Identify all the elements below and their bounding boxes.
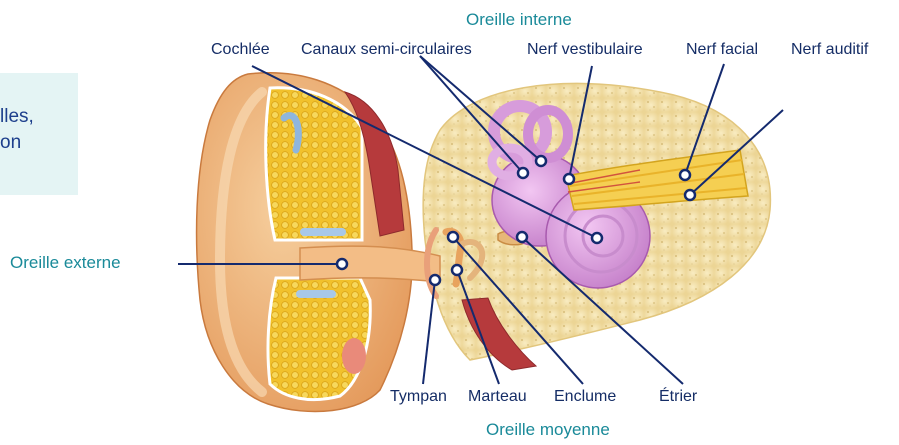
- label-tympan: Tympan: [390, 388, 447, 406]
- ear-illustration: [197, 73, 771, 412]
- marker-marteau: [452, 265, 462, 275]
- cartilage-mid: [300, 228, 346, 236]
- label-canaux-semi-circulaires: Canaux semi-circulaires: [301, 41, 472, 59]
- marker-oreille-externe: [337, 259, 347, 269]
- label-nerf-auditif: Nerf auditif: [791, 41, 868, 59]
- leader-tympan: [423, 280, 435, 384]
- group-oreille-interne: Oreille interne: [466, 10, 572, 30]
- marker-nerf-vestibulaire: [564, 174, 574, 184]
- marker-cochlee: [592, 233, 602, 243]
- label-enclume: Enclume: [554, 388, 616, 406]
- group-oreille-moyenne: Oreille moyenne: [486, 420, 610, 440]
- label-nerf-facial: Nerf facial: [686, 41, 758, 59]
- label-cochlee: Cochlée: [211, 41, 270, 59]
- marker-enclume: [448, 232, 458, 242]
- label-oreille-externe: Oreille externe: [10, 253, 121, 273]
- marker-nerf-facial: [680, 170, 690, 180]
- marker-canaux-1: [518, 168, 528, 178]
- marker-etrier: [517, 232, 527, 242]
- label-nerf-vestibulaire: Nerf vestibulaire: [527, 41, 643, 59]
- marker-nerf-auditif: [685, 190, 695, 200]
- marker-tympan: [430, 275, 440, 285]
- cartilage-low: [296, 290, 336, 298]
- gland-tissue: [342, 338, 366, 374]
- label-marteau: Marteau: [468, 388, 527, 406]
- label-etrier: Étrier: [659, 388, 697, 406]
- fatty-tissue-upper: [266, 88, 362, 240]
- marker-canaux-2: [536, 156, 546, 166]
